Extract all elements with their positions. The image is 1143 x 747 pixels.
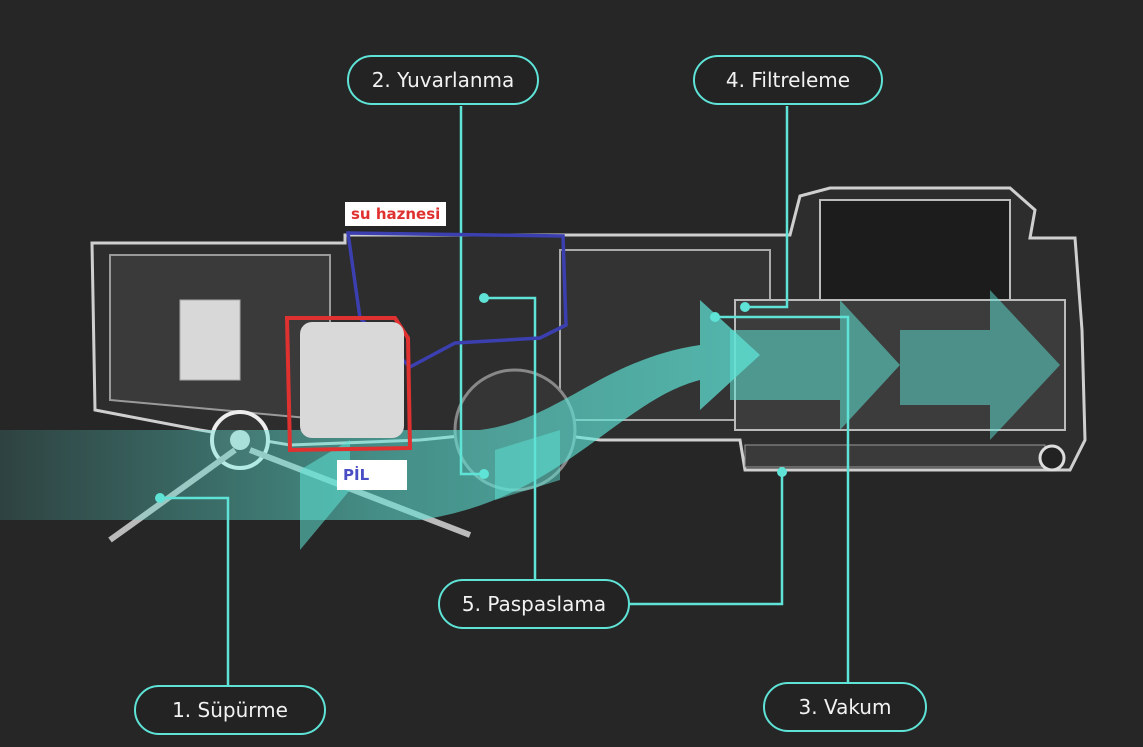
callout-paspaslama: 5. Paspaslama (438, 579, 630, 629)
callout-supurme: 1. Süpürme (134, 685, 326, 735)
battery-cover (300, 322, 404, 438)
leader-lines (160, 106, 850, 686)
callout-yuvarlanma: 2. Yuvarlanma (347, 55, 539, 105)
callout-vakum: 3. Vakum (763, 682, 927, 732)
leader-dots (155, 293, 787, 503)
airflow-arrows (0, 290, 1060, 550)
battery-label: PİL (337, 460, 407, 490)
water-tank-label: su haznesi (345, 202, 447, 226)
callout-filtreleme: 4. Filtreleme (693, 55, 883, 105)
battery-outline (284, 316, 413, 453)
